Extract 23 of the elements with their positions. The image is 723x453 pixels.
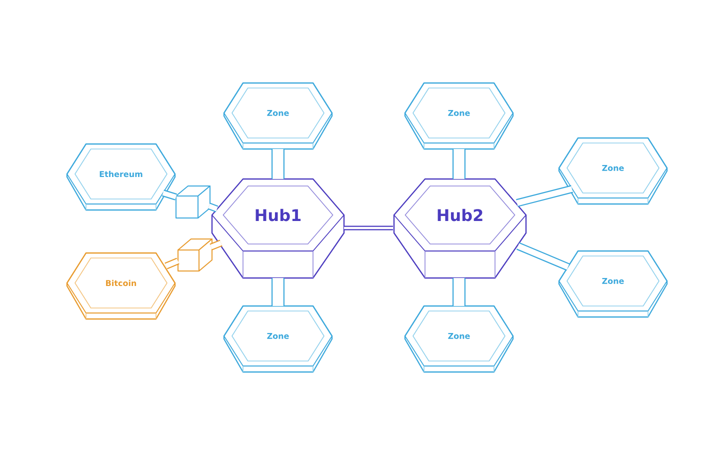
hexagon-node: Bitcoin <box>66 252 176 320</box>
connector-bar <box>208 202 218 212</box>
connector-bar <box>164 258 180 270</box>
connector-bar <box>516 242 570 271</box>
hexagon-node: Zone <box>223 82 333 150</box>
hexagon-node: Zone <box>558 250 668 318</box>
cube <box>176 186 210 218</box>
hexagon-node: Ethereum <box>66 143 176 211</box>
hexagon-node: Zone <box>404 305 514 373</box>
connector-bar <box>452 149 466 179</box>
connector-bar <box>162 190 178 200</box>
connector-bar <box>516 185 573 207</box>
hexagon-node: Zone <box>223 305 333 373</box>
connector-bar <box>344 226 393 230</box>
connector-bar <box>452 278 466 306</box>
hexagon-node: Hub1 <box>211 178 345 279</box>
hexagon-node: Zone <box>404 82 514 150</box>
cube <box>178 238 212 272</box>
hexagon-node: Zone <box>558 137 668 205</box>
hexagon-node: Hub2 <box>393 178 527 279</box>
connector-bar <box>272 149 284 179</box>
connector-bar <box>272 278 284 306</box>
connector-bar <box>210 240 222 250</box>
